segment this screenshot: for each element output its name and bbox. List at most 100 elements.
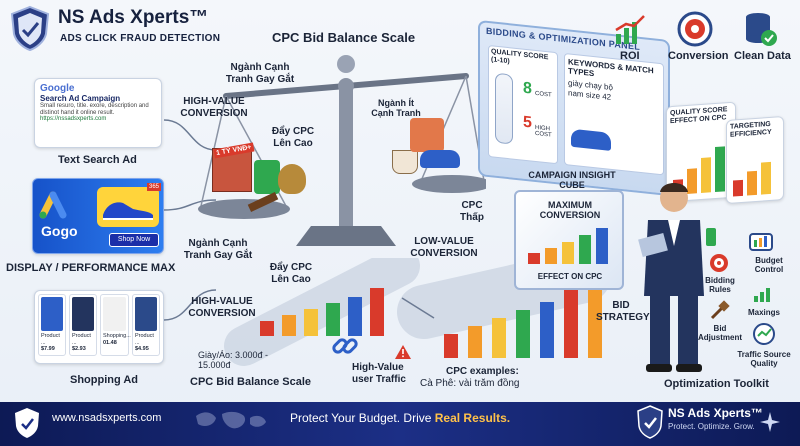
score-high: 8 [523, 79, 532, 98]
bar-mark [304, 309, 318, 336]
max-conversion-label: MAXIMUM CONVERSION [539, 200, 601, 221]
high-cost-label: HIGH COST [535, 124, 552, 139]
targeting-efficiency-card: TARGETING EFFICIENCY [726, 115, 784, 205]
budget-control-label: Budget Control [754, 256, 784, 275]
google-ads-icon [39, 191, 67, 219]
world-map-icon [196, 411, 266, 429]
effect-label: QUALITY SCORE EFFECT ON CPC [670, 106, 728, 126]
cube-bars [528, 228, 614, 264]
shopping-product-item[interactable]: Shopping...01.48 [100, 294, 131, 356]
brand-name: NS Ads Xperts™ [58, 7, 209, 28]
brand-tagline: ADS CLICK FRAUD DETECTION [60, 33, 221, 44]
targeting-label: TARGETING EFFICIENCY [730, 120, 772, 139]
cost-label: COST [535, 90, 552, 99]
push-cpc-label-2: Đẩy CPC Lên Cao [269, 262, 313, 285]
display-brand: Gogo [41, 223, 78, 239]
shop-now-button[interactable]: Shop Now [109, 233, 159, 247]
link-chain-icon [332, 338, 358, 354]
roi-label: ROI [620, 50, 640, 62]
shopping-product-item[interactable]: Product ...$7.99 [38, 294, 66, 356]
push-cpc-label: Đẩy CPC Lên Cao [271, 126, 315, 149]
maxings-chart-icon [754, 288, 770, 302]
low-value-conversion-label: LOW-VALUE CONVERSION [410, 236, 478, 259]
sparkle-icon [760, 412, 780, 432]
text-search-ad-label: Text Search Ad [58, 154, 137, 166]
bar-mark [260, 321, 274, 336]
shopping-product-item[interactable]: Product ...$2.93 [69, 294, 97, 356]
bar-mark [564, 290, 578, 358]
shield-logo-icon [10, 5, 50, 52]
high-value-conversion-label-2: HIGH-VALUE CONVERSION [188, 296, 256, 319]
shopping-ad-label: Shopping Ad [70, 374, 139, 386]
competitive-industry-label: Ngành Cạnh Tranh Gay Gắt [225, 62, 295, 85]
product-name: Shopping... [103, 333, 131, 339]
conversion-label: Conversion [668, 50, 729, 62]
bar-mark [326, 303, 340, 336]
shopping-product-item[interactable]: Product ...$4.95 [132, 294, 160, 356]
display-ad-card[interactable]: Gogo 365 Shop Now [32, 178, 164, 254]
toolkit-title: Optimization Toolkit [664, 378, 769, 390]
footer-slogan: Protect Your Budget. Drive Real Results. [290, 411, 510, 425]
cash-stack-icon [254, 160, 280, 194]
bar-mark [468, 326, 482, 358]
footer-slogan-b: Real Results. [434, 411, 511, 425]
tube-bars-left [260, 276, 410, 336]
search-ad-url: https://nssadsxperts.com [40, 116, 107, 123]
budget-control-icon [749, 233, 773, 251]
high-value-conversion-label: HIGH-VALUE CONVERSION [180, 96, 248, 119]
search-ad-desc: Small resuro, title. exore, description … [40, 103, 149, 116]
bar-mark [588, 278, 602, 358]
bar-mark [596, 228, 608, 264]
competitive-industry-label-2: Ngành Cạnh Tranh Gay Gắt [183, 238, 253, 261]
keyword-example: giày chạy bộ nam size 42 [568, 78, 613, 102]
product-price: 01.48 [103, 339, 117, 346]
shoes-price-label: Giày/Áo: 3.000đ - 15.000đ [198, 350, 269, 371]
search-ad-card[interactable]: Google Search Ad Campaign Small resuro, … [34, 78, 162, 148]
product-name: Product ... [41, 333, 60, 346]
google-logo: Google [40, 83, 75, 94]
product-name: Product ... [72, 333, 91, 346]
scale-bottom-title: CPC Bid Balance Scale [190, 376, 312, 388]
footer-brand-name: NS Ads Xperts™ [668, 406, 763, 420]
cube-title: CAMPAIGN INSIGHT CUBE [528, 170, 616, 191]
shoe-icon [103, 202, 153, 220]
footer-slogan-a: Protect Your Budget. Drive [290, 411, 435, 425]
product-image [103, 297, 126, 331]
bar-mark [579, 235, 591, 264]
warning-icon [395, 345, 411, 359]
maxings-label: Maxings [747, 308, 780, 317]
product-price: $2.93 [72, 346, 86, 353]
bar-mark [516, 310, 530, 358]
display-badge: 365 [147, 183, 162, 191]
display-ad-label: DISPLAY / PERFORMANCE MAX [6, 262, 176, 274]
bar-mark [282, 315, 296, 336]
bar-mark [348, 297, 362, 336]
ad-connector-arrows [163, 119, 217, 321]
product-image [72, 297, 94, 331]
sneaker-icon [420, 150, 460, 168]
score-tube [495, 72, 513, 145]
bar-mark [562, 242, 574, 264]
low-competition-label: Ngành Ít Cạnh Tranh [371, 98, 421, 119]
footer-url-link[interactable]: www.nsadsxperts.com [52, 412, 162, 424]
quality-score-box: QUALITY SCORE (1-10) 8 COST 5 HIGH COST [488, 44, 558, 165]
bar-mark [747, 170, 757, 196]
bar-mark [545, 247, 557, 264]
product-name: Product ... [135, 333, 154, 346]
footer-shield-icon [15, 408, 39, 438]
cpc-low-label: CPC Thấp [460, 200, 484, 223]
quality-score-label: QUALITY SCORE (1-10) [491, 48, 549, 66]
targeting-bars [733, 153, 779, 197]
bid-adjustment-label: Bid Adjustment [698, 324, 742, 343]
footer-bar [0, 402, 800, 446]
shirt-icon [410, 118, 444, 152]
cube-effect-label: EFFECT ON CPC [537, 272, 603, 281]
high-value-traffic-label: High-Value user Traffic [352, 362, 406, 385]
traffic-source-label: Traffic Source Quality [737, 350, 791, 369]
score-low: 5 [523, 113, 532, 132]
campaign-insight-cube: CAMPAIGN INSIGHT CUBE MAXIMUM CONVERSION… [514, 170, 624, 290]
cpc-examples-value: Cà Phê: vài trăm đồng [420, 378, 520, 389]
bidding-rules-label: Bidding Rules [705, 276, 735, 295]
